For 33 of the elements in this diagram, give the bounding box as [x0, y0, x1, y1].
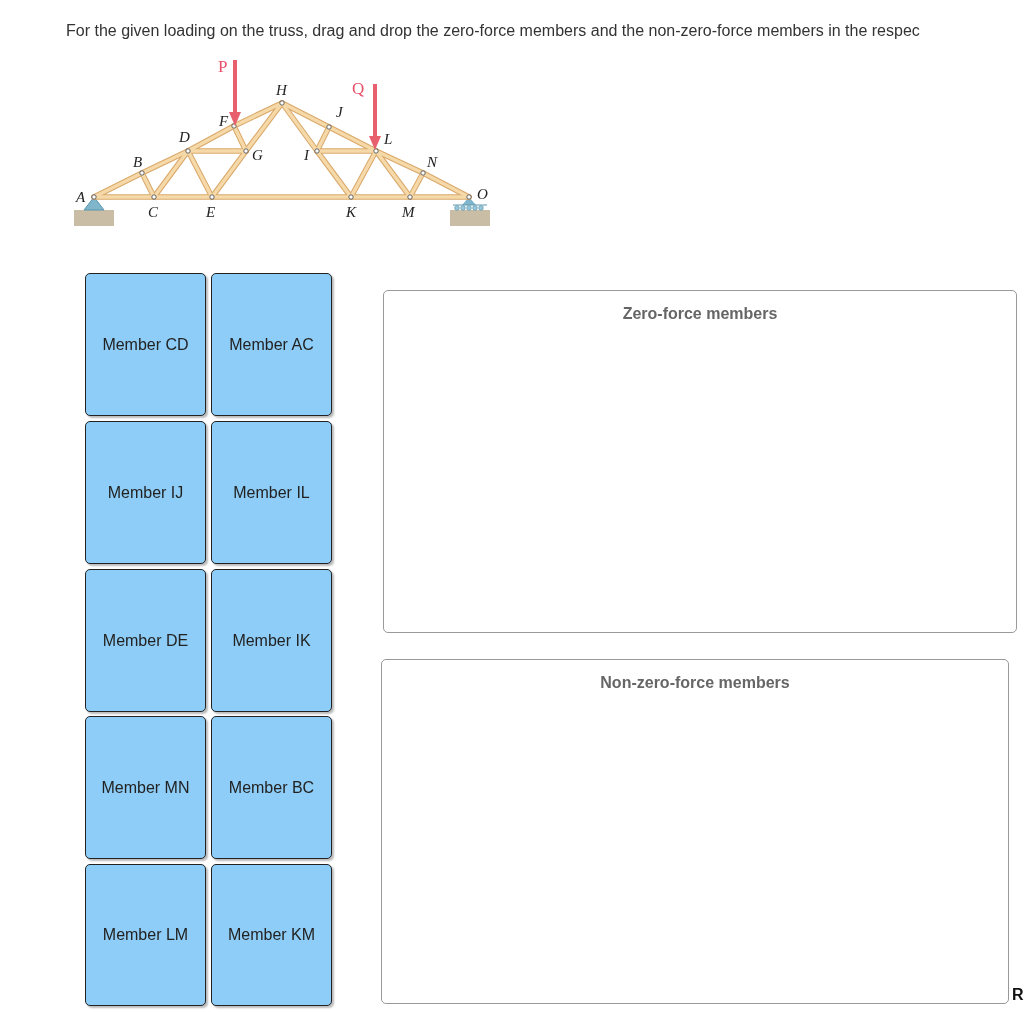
joint-label: H — [276, 83, 287, 98]
draggable-card: Member AC — [211, 273, 332, 416]
joint-label: I — [304, 148, 309, 163]
draggable-card: Member BC — [211, 716, 332, 859]
draggable-card: Member LM — [85, 864, 206, 1006]
drop-zone — [381, 659, 1009, 1004]
joint-label: J — [336, 105, 343, 120]
draggable-card: Member CD — [85, 273, 206, 416]
joint-label: A — [76, 190, 86, 205]
load-label: Q — [352, 80, 365, 97]
joint-label: D — [179, 130, 190, 145]
joint-label: G — [252, 148, 263, 163]
joint-label: C — [148, 205, 158, 220]
draggable-card: Member DE — [85, 569, 206, 712]
clipped-text: R — [1012, 987, 1024, 1003]
joint-label: F — [219, 114, 229, 129]
joint-label: O — [477, 187, 488, 202]
joint-label: K — [346, 205, 356, 220]
joint-label: E — [206, 205, 216, 220]
joint-label: M — [402, 205, 415, 220]
instruction-text: For the given loading on the truss, drag and drop the zero-force members and the non-zero-force members in the respec — [66, 22, 920, 40]
draggable-card: Member IL — [211, 421, 332, 564]
joint-label: B — [133, 155, 143, 170]
draggable-card: Member KM — [211, 864, 332, 1006]
load-label: P — [218, 58, 228, 75]
draggable-card: Member IJ — [85, 421, 206, 564]
drop-zone-heading: Non-zero-force members — [599, 674, 791, 692]
joint-label: N — [427, 155, 437, 170]
draggable-card: Member IK — [211, 569, 332, 712]
joint-label: L — [384, 132, 393, 147]
drop-zone-heading: Zero-force members — [621, 305, 779, 323]
drop-zone — [383, 290, 1017, 633]
draggable-card: Member MN — [85, 716, 206, 859]
